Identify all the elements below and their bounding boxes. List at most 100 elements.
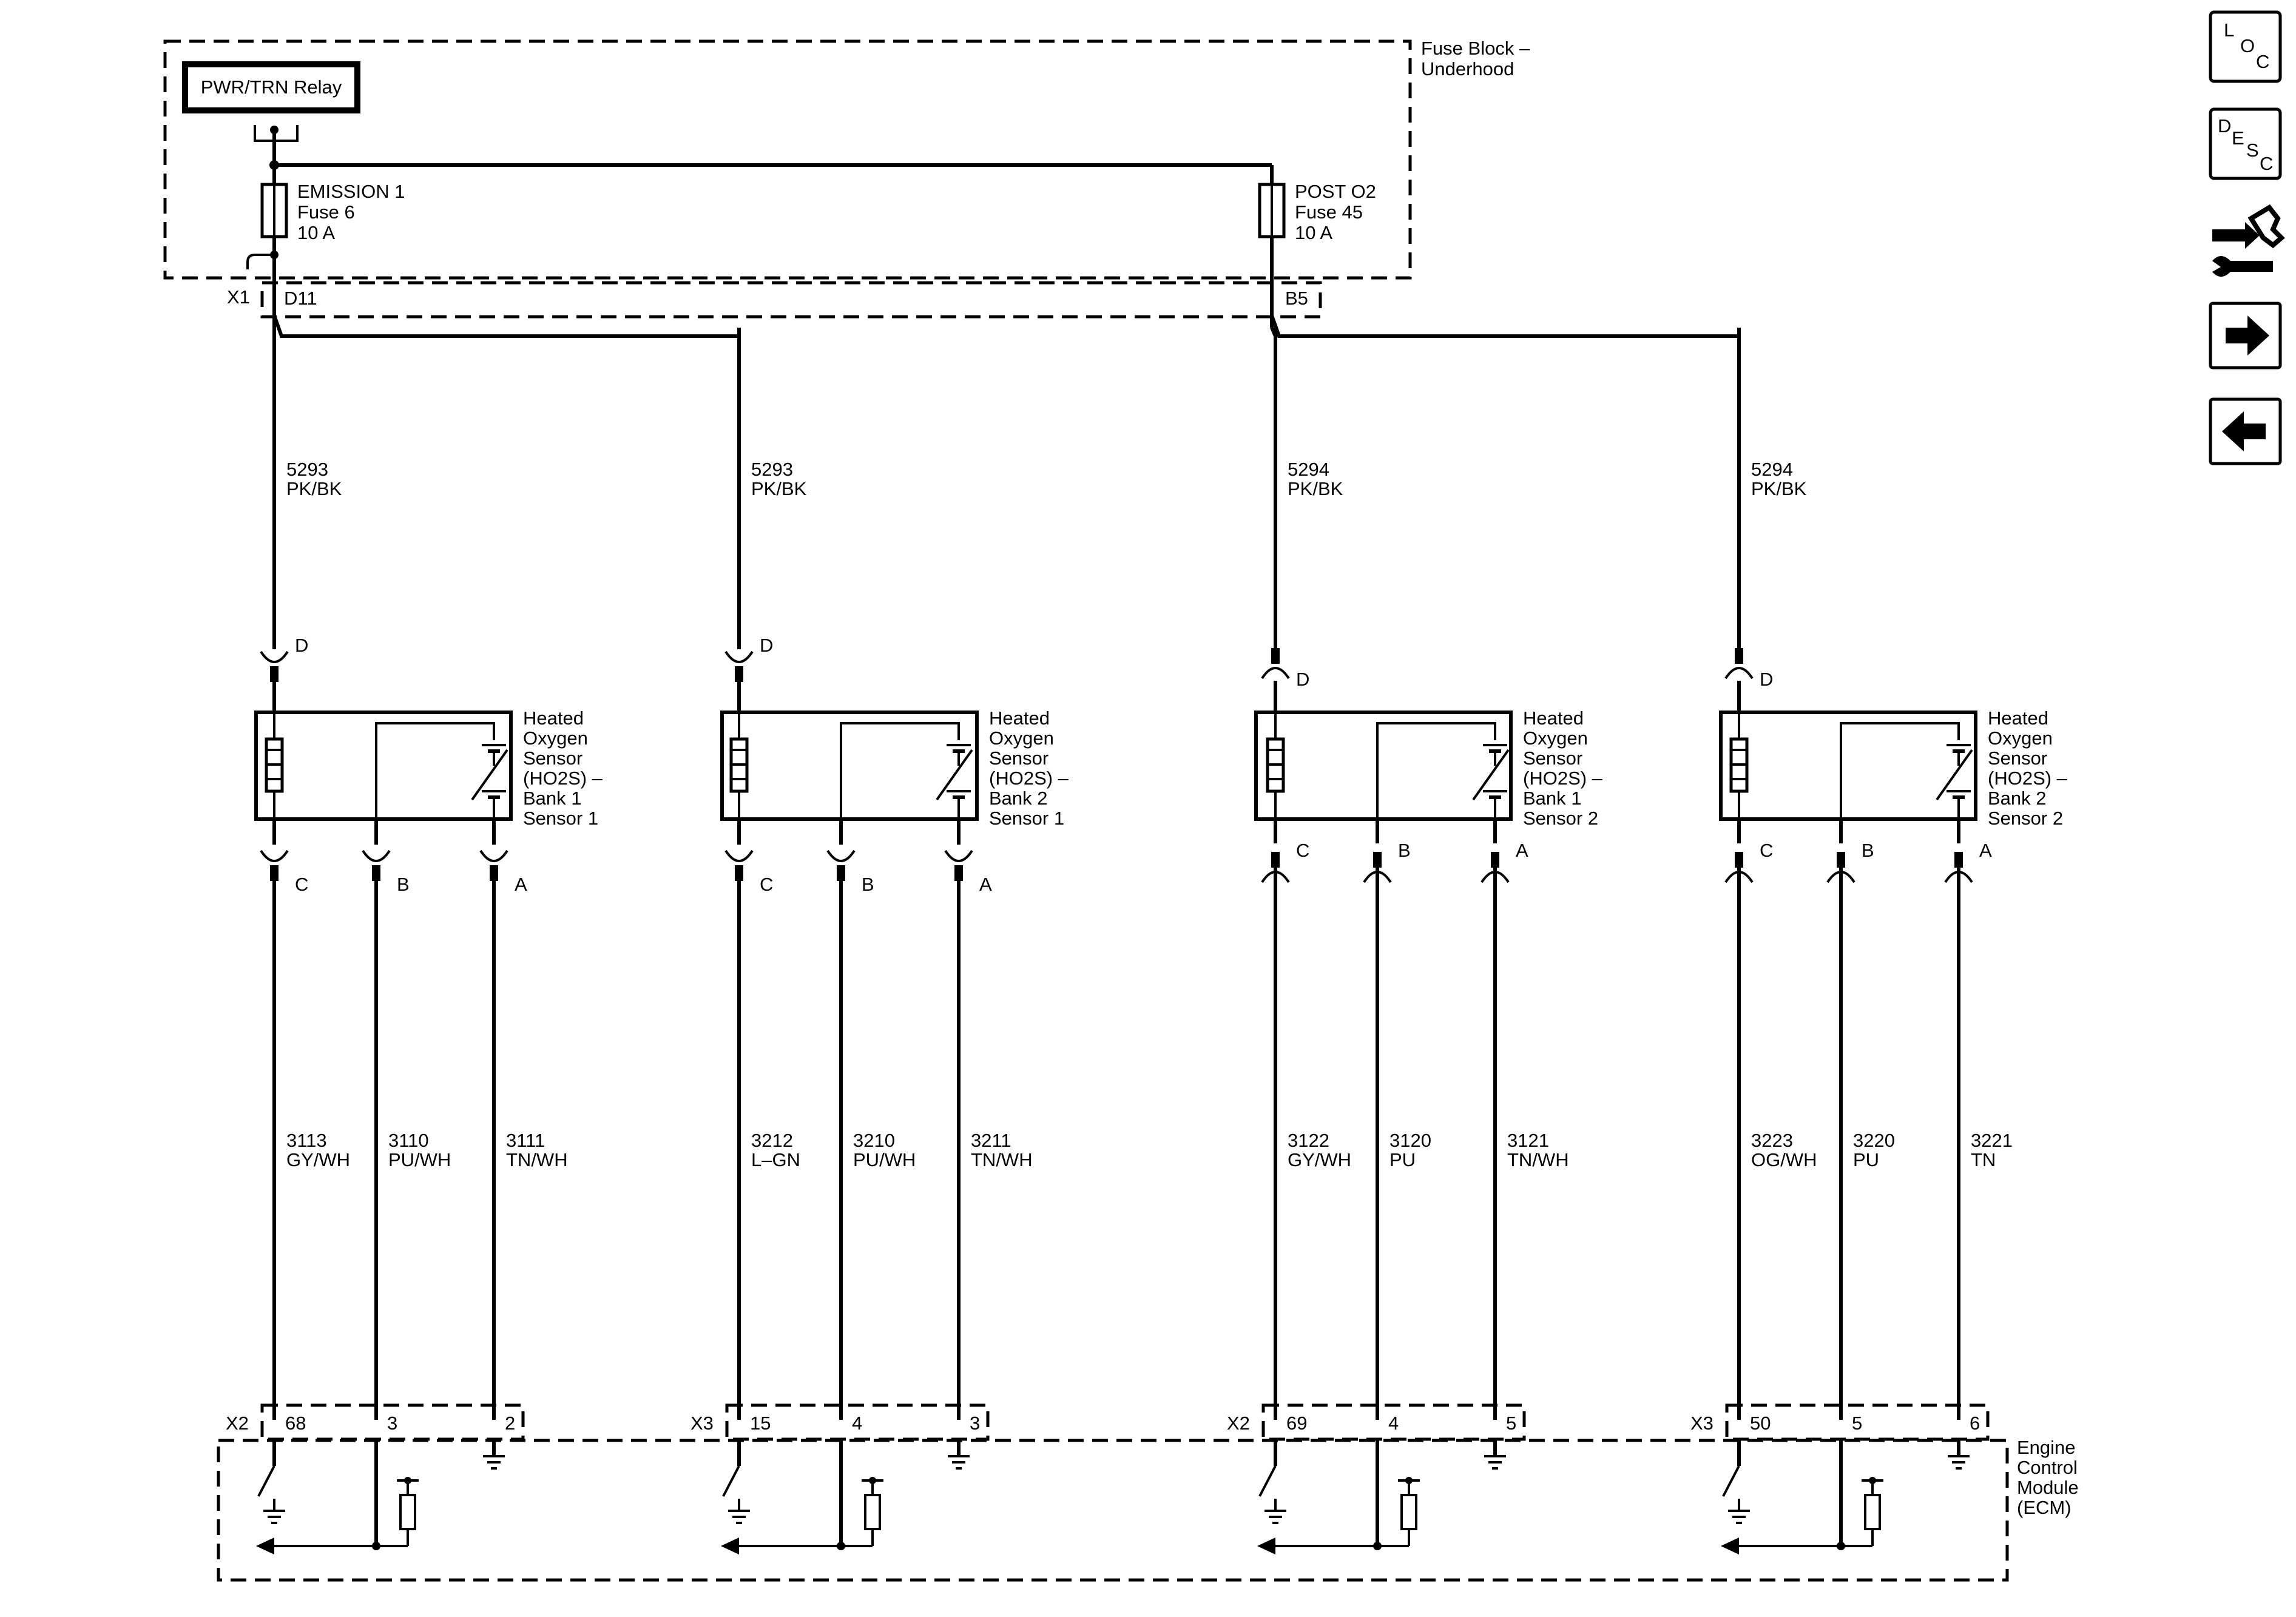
wire-color-4-b: PU xyxy=(1853,1149,1879,1170)
sensor-3-pin-a-label: A xyxy=(1516,840,1528,861)
wire-color-3-b: PU xyxy=(1389,1149,1416,1170)
sensor-4-label-line-3: Sensor xyxy=(1988,748,2047,769)
loc-letter-l: L xyxy=(2224,19,2234,41)
nav-panel: L O C D E S C xyxy=(2209,10,2285,465)
wire-circuit-1-c: 3113 xyxy=(286,1130,327,1151)
desc-button[interactable]: D E S C xyxy=(2209,107,2282,180)
wire-circuit-3-a: 3121 xyxy=(1507,1130,1549,1151)
wire-circuit-3-b: 3120 xyxy=(1389,1130,1431,1151)
sensor-3-label-line-4: (HO2S) – xyxy=(1523,768,1603,789)
sensor-2-pin-d xyxy=(724,650,754,682)
sensor-3-label-line-3: Sensor xyxy=(1523,748,1582,769)
sensor-2-label-line-1: Heated xyxy=(989,707,1050,729)
sensor-4-label-line-5: Bank 2 xyxy=(1988,788,2047,809)
ecm-pin-1-b: 3 xyxy=(387,1413,397,1434)
loc-letter-o: O xyxy=(2240,35,2255,56)
ecm-pin-3-b: 4 xyxy=(1388,1413,1399,1434)
sensor-4-body xyxy=(1719,711,1977,821)
fuse1-number: Fuse 6 xyxy=(297,201,355,223)
bias-resistor xyxy=(1400,1494,1417,1530)
x1-connector-label: X1 xyxy=(227,286,250,308)
wire-color-1-c: GY/WH xyxy=(286,1149,350,1170)
wire-color-3-a: TN/WH xyxy=(1507,1149,1569,1170)
sensor-2-label-line-2: Oxygen xyxy=(989,727,1054,749)
bias-resistor xyxy=(399,1494,416,1530)
ecm-pin-3-a: 5 xyxy=(1506,1413,1516,1434)
feed-wire-circuit-1: 5293 xyxy=(286,459,328,480)
sensor-2-pin-a xyxy=(944,849,973,881)
fuse-block-underhood: Fuse Block – Underhood PWR/TRN Relay EMI… xyxy=(163,38,1530,319)
sensor-2-label-line-5: Bank 2 xyxy=(989,788,1048,809)
feed-wire-color-1: PK/BK xyxy=(286,478,342,499)
sensor-1-pin-c-label: C xyxy=(295,874,308,895)
wire-color-3-c: GY/WH xyxy=(1288,1149,1351,1170)
sensor-1-label-line-6: Sensor 1 xyxy=(523,808,598,829)
sensor-3-pin-d-label: D xyxy=(1296,669,1309,690)
sensor-3-label-line-2: Oxygen xyxy=(1523,727,1588,749)
ecm-pin-2-a: 3 xyxy=(970,1413,980,1434)
sensor-1-label-line-1: Heated xyxy=(523,707,584,729)
ecm-pin-4-c: 50 xyxy=(1750,1413,1771,1434)
next-page-button[interactable] xyxy=(2209,302,2282,370)
sensor-1-pin-a xyxy=(479,849,508,881)
sensor-3-label-line-5: Bank 1 xyxy=(1523,788,1582,809)
sensor-4-pin-a-label: A xyxy=(1979,840,1992,861)
ecm-pin-4-a: 6 xyxy=(1970,1413,1980,1434)
desc-letter-e: E xyxy=(2232,127,2244,149)
x1-connector xyxy=(260,281,1322,319)
connector-tool-icon[interactable] xyxy=(2212,204,2285,277)
sensor-2-label-line-6: Sensor 1 xyxy=(989,808,1064,829)
sensor-4-label-line-4: (HO2S) – xyxy=(1988,768,2068,789)
ecm-pin-2-c: 15 xyxy=(750,1413,771,1434)
feed-wire-color-2: PK/BK xyxy=(751,478,807,499)
sensor-3-label-line-1: Heated xyxy=(1523,707,1584,729)
sensor-4-pin-b-label: B xyxy=(1862,840,1874,861)
feed-wire-circuit-4: 5294 xyxy=(1751,459,1793,480)
ecm-connector-label-3: X2 xyxy=(1227,1413,1250,1434)
ecm-label-line1: Engine xyxy=(2017,1437,2076,1458)
pin-d11: D11 xyxy=(284,288,317,309)
ecm-pin-1-c: 68 xyxy=(285,1413,306,1434)
sensor-2-pin-a-label: A xyxy=(979,874,992,895)
fuse2-name: POST O2 xyxy=(1295,181,1376,202)
sensor-4-pin-d-label: D xyxy=(1760,669,1773,690)
relay-box xyxy=(182,61,360,113)
sensor-2-label-line-3: Sensor xyxy=(989,748,1048,769)
wire-circuit-4-c: 3223 xyxy=(1751,1130,1793,1151)
fuse2-rating: 10 A xyxy=(1295,222,1332,243)
wire-circuit-2-b: 3210 xyxy=(853,1130,895,1151)
fuse1-rating: 10 A xyxy=(297,222,335,243)
sensor-1-pin-b-label: B xyxy=(397,874,410,895)
ecm-outline xyxy=(217,1439,2009,1582)
sensor-1-pin-c xyxy=(260,849,289,881)
fuse2-number: Fuse 45 xyxy=(1295,201,1363,223)
wire-circuit-1-b: 3110 xyxy=(388,1130,429,1151)
sensor-1-body xyxy=(254,711,513,821)
ecm-pin-4-b: 5 xyxy=(1852,1413,1862,1434)
sensor-3-pin-b-label: B xyxy=(1398,840,1411,861)
arrow-left-icon xyxy=(2222,411,2266,451)
sensor-1-label-line-2: Oxygen xyxy=(523,727,588,749)
sensor-4-label-line-1: Heated xyxy=(1988,707,2048,729)
relay-label: PWR/TRN Relay xyxy=(201,76,342,98)
wire-circuit-2-a: 3211 xyxy=(971,1130,1011,1151)
ecm-connector-label-4: X3 xyxy=(1690,1413,1714,1434)
sensor-2-label-line-4: (HO2S) – xyxy=(989,768,1069,789)
ecm-pin-2-b: 4 xyxy=(852,1413,862,1434)
loc-button[interactable]: L O C xyxy=(2209,10,2282,83)
previous-page-button[interactable] xyxy=(2209,397,2282,465)
wire-circuit-4-b: 3220 xyxy=(1853,1130,1895,1151)
wire-color-1-a: TN/WH xyxy=(506,1149,568,1170)
ecm-connector-label-1: X2 xyxy=(226,1413,249,1434)
bias-resistor xyxy=(1864,1494,1881,1530)
wire-color-4-a: TN xyxy=(1971,1149,1996,1170)
desc-letter-d: D xyxy=(2218,115,2231,137)
sensor-3-pin-c-label: C xyxy=(1296,840,1309,861)
sensor-1-pin-d-label: D xyxy=(295,635,308,656)
sensor-2-pin-d-label: D xyxy=(760,635,773,656)
feed-wire-circuit-2: 5293 xyxy=(751,459,793,480)
arrow-right-icon xyxy=(2226,316,2269,356)
